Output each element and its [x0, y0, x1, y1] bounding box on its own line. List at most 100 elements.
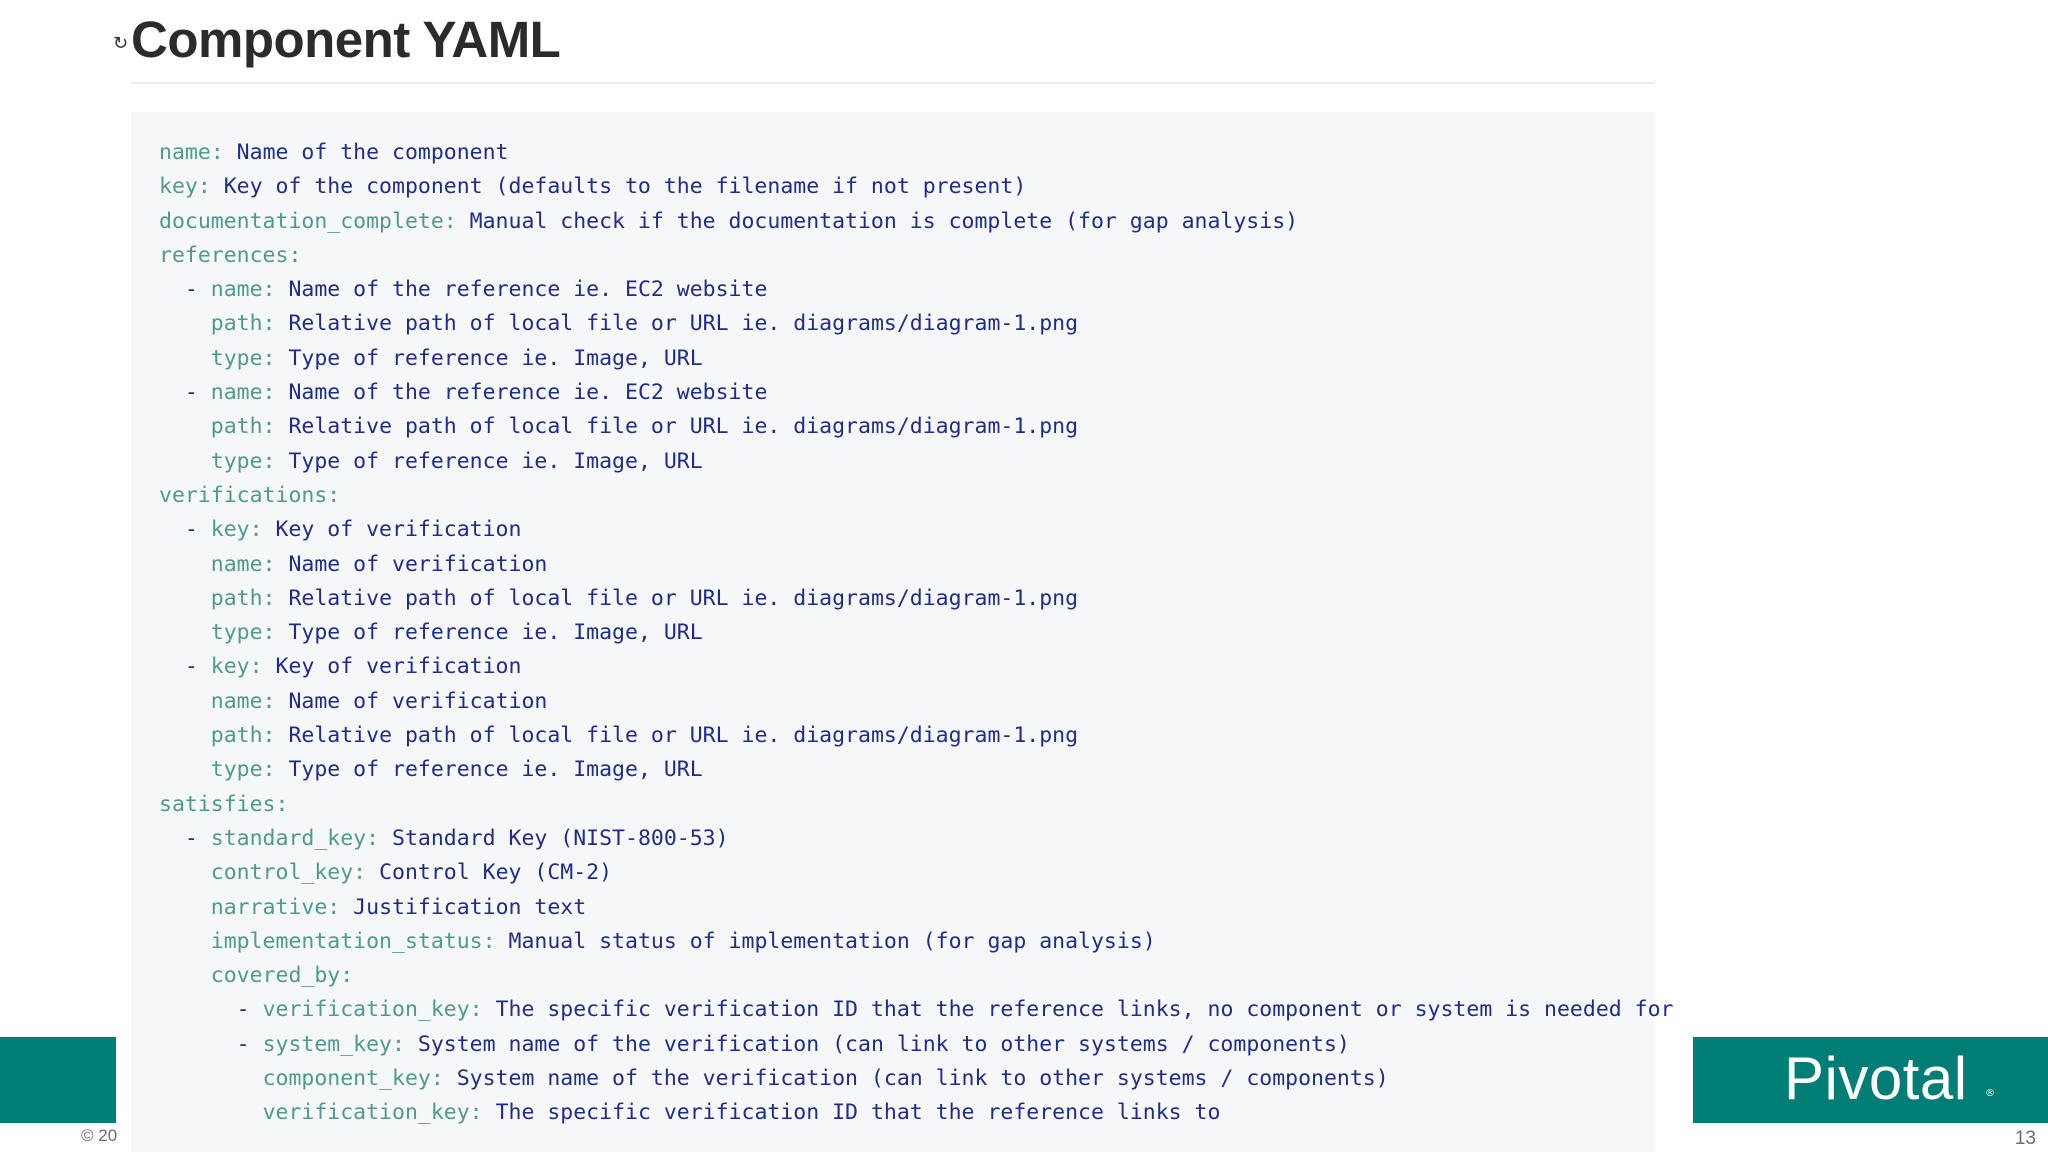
- yaml-value: Key of verification: [262, 654, 522, 680]
- yaml-key: type:: [210, 620, 276, 646]
- code-line-indent: -: [159, 825, 211, 851]
- code-line: - key: Key of verification: [159, 513, 1673, 547]
- code-line-indent: -: [159, 277, 211, 303]
- code-line: satisfies:: [159, 788, 1673, 822]
- yaml-key: verification_key:: [262, 997, 483, 1023]
- code-line: covered_by:: [159, 959, 1673, 993]
- code-line-indent: [159, 346, 211, 371]
- code-line: - name: Name of the reference ie. EC2 we…: [159, 376, 1673, 410]
- yaml-value: Justification text: [340, 894, 587, 920]
- code-line: - verification_key: The specific verific…: [159, 993, 1674, 1027]
- yaml-value: Name of the reference ie. EC2 website: [275, 277, 768, 303]
- code-line: key: Key of the component (defaults to t…: [159, 170, 1673, 204]
- code-line-indent: [159, 620, 211, 645]
- yaml-key: name:: [210, 688, 276, 714]
- yaml-value: The specific verification ID that the re…: [482, 1100, 1221, 1126]
- code-line: path: Relative path of local file or URL…: [159, 410, 1673, 444]
- code-line-indent: [159, 449, 211, 474]
- yaml-value: Name of the reference ie. EC2 website: [275, 380, 768, 406]
- yaml-value: Relative path of local file or URL ie. d…: [275, 311, 1079, 337]
- code-line-indent: -: [159, 380, 211, 406]
- yaml-key: satisfies:: [159, 791, 289, 817]
- refresh-cursor-icon: ↻: [113, 33, 129, 54]
- pivotal-logo: Pivotal: [1784, 1045, 1968, 1112]
- code-line-indent: -: [159, 517, 211, 543]
- registered-mark: ®: [1985, 1088, 1995, 1099]
- yaml-value: Relative path of local file or URL ie. d…: [275, 723, 1079, 749]
- code-line: name: Name of the component: [159, 136, 1673, 170]
- yaml-key: path:: [210, 414, 276, 440]
- yaml-value: Type of reference ie. Image, URL: [275, 448, 703, 474]
- code-line: implementation_status: Manual status of …: [159, 925, 1673, 959]
- yaml-key: implementation_status:: [210, 928, 496, 954]
- code-line: verification_key: The specific verificat…: [159, 1096, 1673, 1130]
- yaml-value: Name of the component: [223, 140, 509, 165]
- code-line-indent: [159, 963, 211, 988]
- yaml-key: type:: [210, 757, 276, 783]
- code-line: type: Type of reference ie. Image, URL: [159, 616, 1673, 650]
- code-line-indent: [159, 1066, 263, 1091]
- yaml-value: Relative path of local file or URL ie. d…: [275, 585, 1079, 611]
- brand-logo-panel: [1693, 1037, 2048, 1123]
- code-line: control_key: Control Key (CM-2): [159, 856, 1673, 890]
- code-line-indent: [159, 689, 211, 714]
- code-line: name: Name of verification: [159, 548, 1673, 582]
- code-line-indent: -: [159, 1031, 263, 1057]
- code-line-indent: [159, 414, 211, 439]
- code-line: component_key: System name of the verifi…: [159, 1062, 1673, 1096]
- code-line: references:: [159, 239, 1673, 273]
- code-line: - name: Name of the reference ie. EC2 we…: [159, 273, 1673, 307]
- yaml-key: key:: [159, 174, 211, 200]
- yaml-value: Key of the component (defaults to the fi…: [210, 174, 1027, 200]
- yaml-value: Manual status of implementation (for gap…: [495, 928, 1156, 954]
- yaml-value: Name of verification: [275, 688, 548, 714]
- yaml-value: System name of the verification (can lin…: [404, 1031, 1350, 1057]
- yaml-key: name:: [210, 380, 276, 406]
- yaml-key: name:: [210, 277, 276, 303]
- code-line-indent: [159, 586, 211, 611]
- yaml-key: key:: [210, 654, 263, 680]
- yaml-key: verifications:: [159, 482, 341, 508]
- code-line-indent: [159, 723, 211, 748]
- yaml-value: The specific verification ID that the re…: [482, 997, 1674, 1023]
- code-line-indent: [159, 929, 211, 954]
- yaml-key: documentation_complete:: [159, 208, 457, 234]
- yaml-key: type:: [210, 448, 276, 474]
- code-line: verifications:: [159, 479, 1673, 513]
- code-line: path: Relative path of local file or URL…: [159, 582, 1673, 616]
- code-line: name: Name of verification: [159, 685, 1673, 719]
- code-line: - standard_key: Standard Key (NIST-800-5…: [159, 822, 1673, 856]
- yaml-key: type:: [210, 345, 276, 371]
- yaml-value: Key of verification: [262, 517, 522, 543]
- code-line-indent: [159, 757, 211, 782]
- yaml-key: key:: [210, 517, 263, 543]
- yaml-value: System name of the verification (can lin…: [443, 1066, 1389, 1092]
- code-line-indent: [159, 552, 211, 577]
- code-line: type: Type of reference ie. Image, URL: [159, 342, 1673, 376]
- slide-page-number: 13: [2014, 1128, 2036, 1149]
- page-title: Component YAML: [131, 11, 561, 68]
- code-line-indent: [159, 311, 211, 336]
- yaml-key: path:: [210, 585, 276, 611]
- code-line-indent: -: [159, 654, 211, 680]
- yaml-key: name:: [159, 140, 224, 165]
- yaml-key: system_key:: [262, 1031, 405, 1057]
- yaml-key: narrative:: [210, 894, 341, 920]
- code-line: - system_key: System name of the verific…: [159, 1028, 1673, 1062]
- code-line: path: Relative path of local file or URL…: [159, 307, 1673, 341]
- copyright-text: © 20: [81, 1126, 118, 1145]
- yaml-value: Type of reference ie. Image, URL: [275, 345, 703, 371]
- code-line-indent: [159, 1100, 263, 1125]
- code-line-indent: -: [159, 997, 263, 1023]
- code-line-indent: [159, 860, 211, 885]
- yaml-value: Relative path of local file or URL ie. d…: [275, 414, 1079, 440]
- yaml-key: standard_key:: [210, 825, 380, 851]
- code-line-indent: [159, 895, 211, 920]
- yaml-key: control_key:: [210, 860, 367, 886]
- yaml-key: verification_key:: [262, 1100, 483, 1126]
- code-line: path: Relative path of local file or URL…: [159, 719, 1673, 753]
- yaml-key: name:: [210, 551, 276, 577]
